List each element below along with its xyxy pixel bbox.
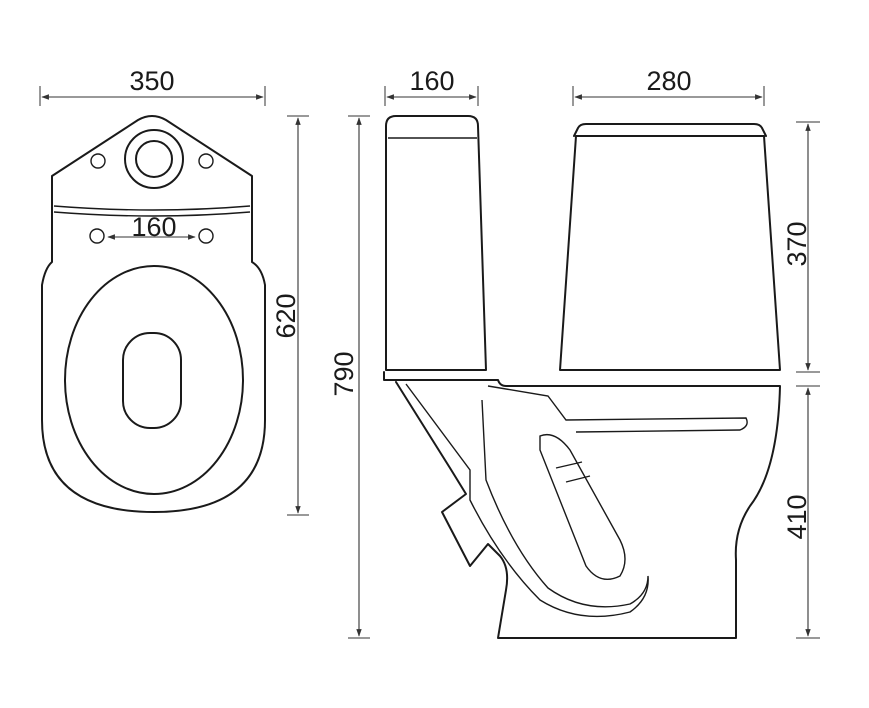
front-tank: [559, 135, 781, 371]
dim-label-tank-height: 370: [782, 221, 812, 266]
front-tank-lid: [573, 123, 767, 137]
dim-top-length: 620: [271, 115, 309, 516]
dim-label-tank-width: 280: [646, 66, 691, 96]
side-trap-seal: [555, 461, 583, 469]
dim-label-tank-depth: 160: [409, 66, 454, 96]
dim-label-total-height: 790: [329, 351, 359, 396]
dim-tank-height: 370: [782, 121, 820, 373]
water-inlet-inner: [135, 140, 173, 178]
bowl-rim: [64, 265, 244, 495]
dim-label-bowl-height: 410: [782, 494, 812, 539]
tank-seat-line-2: [53, 211, 251, 217]
side-trap-channel: [405, 383, 649, 618]
side-tank: [385, 115, 487, 371]
dim-bowl-height: 410: [782, 385, 820, 639]
side-trap-inner: [539, 433, 626, 580]
tank-bolt-hole-right: [198, 153, 214, 169]
side-view: [383, 115, 781, 639]
side-rim-channel: [487, 385, 748, 433]
dim-label-top-width: 350: [129, 66, 174, 96]
seat-hole-right: [198, 228, 214, 244]
front-view: [559, 123, 781, 371]
dim-total-height: 790: [329, 115, 370, 639]
dim-tank-width: 280: [572, 66, 765, 106]
seat-hole-left: [89, 228, 105, 244]
water-inlet-outer: [124, 129, 184, 189]
top-view-outline: [41, 115, 266, 513]
bowl-outlet: [122, 332, 182, 429]
side-bowl-outline: [383, 371, 781, 639]
dim-label-hole-spacing: 160: [131, 212, 176, 242]
top-view: 160: [41, 115, 266, 513]
tank-bolt-hole-left: [90, 153, 106, 169]
side-trap-seal-2: [565, 475, 591, 483]
dim-label-top-length: 620: [271, 293, 301, 338]
dim-top-width: 350: [39, 66, 266, 106]
tank-seat-line: [53, 205, 251, 211]
dim-tank-depth: 160: [384, 66, 479, 106]
